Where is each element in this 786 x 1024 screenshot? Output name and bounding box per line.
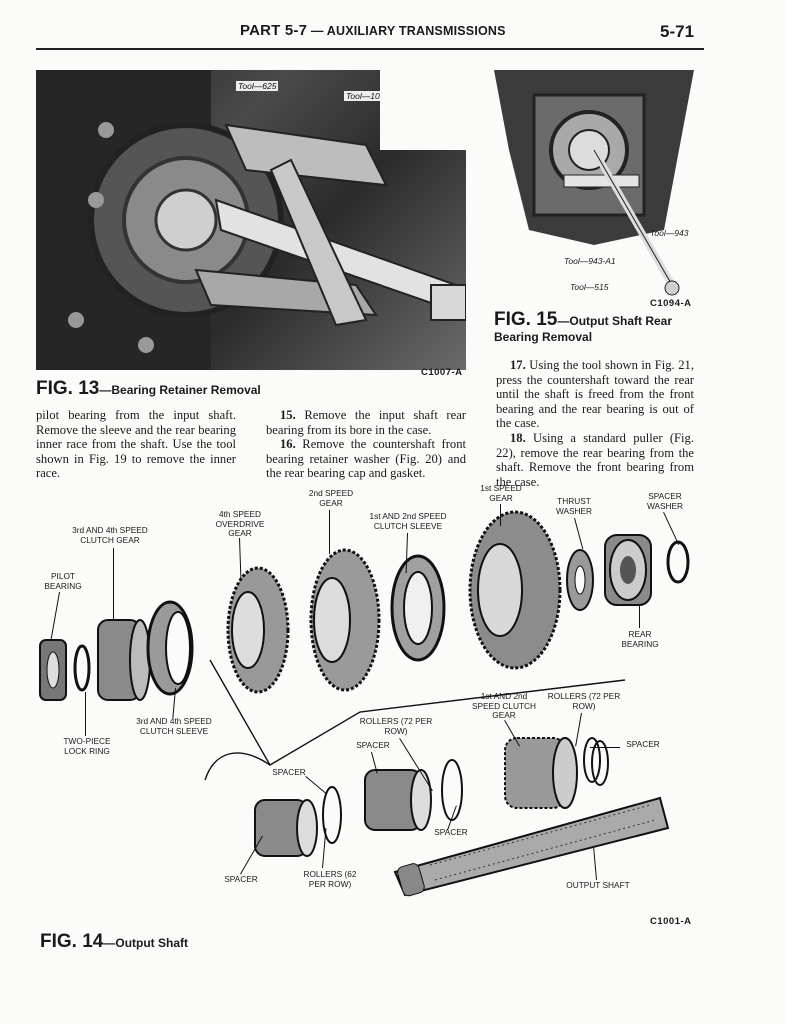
leader-line [590, 747, 620, 748]
label-1st-speed-gear: 1st SPEED GEAR [480, 483, 522, 503]
pilot-bearing-part [39, 639, 67, 701]
fig14-exploded-diagram [39, 510, 690, 897]
label-pilot-bearing: PILOT BEARING [44, 571, 82, 591]
fig14-title: —Output Shaft [103, 936, 189, 950]
label-spacer-mid: SPACER [356, 740, 390, 750]
label-spacer-bottom-left: SPACER [224, 874, 258, 884]
tool-943-label: Tool—943 [650, 228, 689, 238]
fourth-speed-gear-part [226, 566, 290, 694]
text-column-1: pilot bearing from the input shaft. Remo… [36, 408, 236, 481]
fig13-title: —Bearing Retainer Removal [99, 383, 261, 397]
step-17-text: Using the tool shown in Fig. 21, press t… [496, 358, 694, 431]
label-2nd-speed-gear: 2nd SPEED GEAR [308, 488, 354, 508]
fig13-caption: FIG. 13—Bearing Retainer Removal [36, 378, 261, 400]
fig14-code: C1001-A [650, 916, 692, 927]
thrust-washer-part [566, 549, 594, 611]
rollers-ring-mid [441, 759, 463, 821]
label-1st-2nd-clutch-gear: 1st AND 2nd SPEED CLUTCH GEAR [471, 691, 537, 720]
fig15-title-1: —Output Shaft Rear [557, 314, 673, 328]
second-speed-gear-part [309, 548, 381, 692]
fig14-caption: FIG. 14—Output Shaft [40, 931, 188, 953]
part-number: PART 5-7 [240, 22, 308, 39]
fig15-title-2: Bearing Removal [494, 330, 593, 344]
label-rear-bearing: REAR BEARING [621, 629, 659, 649]
fig13-number: FIG. 13 [36, 378, 100, 399]
step-18-text: Using a standard puller (Fig. 22), remov… [496, 430, 694, 489]
step-15-number: 15. [280, 408, 296, 422]
fig15-illustration [494, 70, 694, 296]
clutch-sleeve-34-part [146, 600, 194, 696]
clutch-gear-34-part [97, 619, 151, 701]
label-spacer-upper-left: SPACER [272, 767, 306, 777]
tool-625-label: Tool—625 [236, 81, 279, 91]
label-1st-2nd-clutch-sleeve: 1st AND 2nd SPEED CLUTCH SLEEVE [369, 511, 447, 531]
fig15-number: FIG. 15 [494, 309, 558, 330]
step-15-text: Remove the input shaft rear bearing from… [266, 408, 466, 437]
fig13-photo-whitespace [380, 70, 466, 150]
rollers-ring-right [583, 737, 609, 786]
fig15-photo [494, 70, 694, 300]
label-rollers-62: ROLLERS (62 PER ROW) [303, 869, 357, 889]
lock-ring-part [73, 644, 91, 692]
spacer-washer-part [666, 540, 690, 584]
page-header-title: PART 5-7 — AUXILIARY TRANSMISSIONS [240, 22, 506, 39]
label-3rd-4th-clutch-gear: 3rd AND 4th SPEED CLUTCH GEAR [72, 525, 148, 545]
label-spacer-lower-mid: SPACER [434, 827, 468, 837]
clutch-gear-12-part [504, 737, 578, 809]
leader-line [329, 510, 330, 554]
label-rollers-72-mid: ROLLERS (72 PER ROW) [359, 716, 433, 736]
label-rollers-72-right: ROLLERS (72 PER ROW) [547, 691, 621, 711]
step-16-text: Remove the countershaft front bearing re… [266, 437, 466, 481]
label-4th-speed-overdrive-gear: 4th SPEED OVERDRIVE GEAR [215, 509, 265, 538]
tool-1013-label: Tool—1013-A [344, 91, 400, 101]
clutch-sleeve-12-part [390, 554, 446, 662]
step-18-number: 18. [510, 430, 526, 445]
text-column-3: 17. Using the tool shown in Fig. 21, pre… [496, 358, 694, 489]
tool-515-label: Tool—515 [570, 282, 609, 292]
spacer-lower-left-part [254, 799, 318, 857]
fig13-illustration [36, 70, 466, 370]
fig15-caption: FIG. 15—Output Shaft Rear Bearing Remova… [494, 309, 673, 345]
header-rule [36, 48, 704, 50]
step-17-number: 17. [510, 358, 526, 372]
output-shaft-part [393, 796, 670, 897]
label-spacer-right: SPACER [626, 739, 660, 749]
spacer-mid-part [364, 769, 432, 831]
leader-line [113, 548, 114, 620]
label-thrust-washer: THRUST WASHER [555, 496, 593, 516]
label-3rd-4th-clutch-sleeve: 3rd AND 4th SPEED CLUTCH SLEEVE [136, 716, 212, 736]
tool-943a1-label: Tool—943-A1 [564, 256, 616, 266]
fig14-number: FIG. 14 [40, 931, 104, 952]
leader-line [500, 504, 501, 526]
fig15-code: C1094-A [650, 298, 692, 309]
page-number: 5-71 [660, 22, 695, 41]
leader-line [639, 604, 640, 628]
step-16-number: 16. [280, 437, 296, 452]
rollers-ring-left [322, 786, 342, 844]
first-speed-gear-part [468, 510, 562, 670]
label-output-shaft: OUTPUT SHAFT [566, 880, 630, 890]
part-title: — AUXILIARY TRANSMISSIONS [307, 24, 506, 38]
label-spacer-washer: SPACER WASHER [646, 491, 684, 511]
fig13-code: C1007-A [421, 367, 463, 378]
text-column-2: 15. Remove the input shaft rear bearing … [266, 408, 466, 481]
rear-bearing-part [604, 534, 652, 606]
leader-line [85, 692, 86, 736]
label-two-piece-lock-ring: TWO-PIECE LOCK RING [63, 736, 111, 756]
